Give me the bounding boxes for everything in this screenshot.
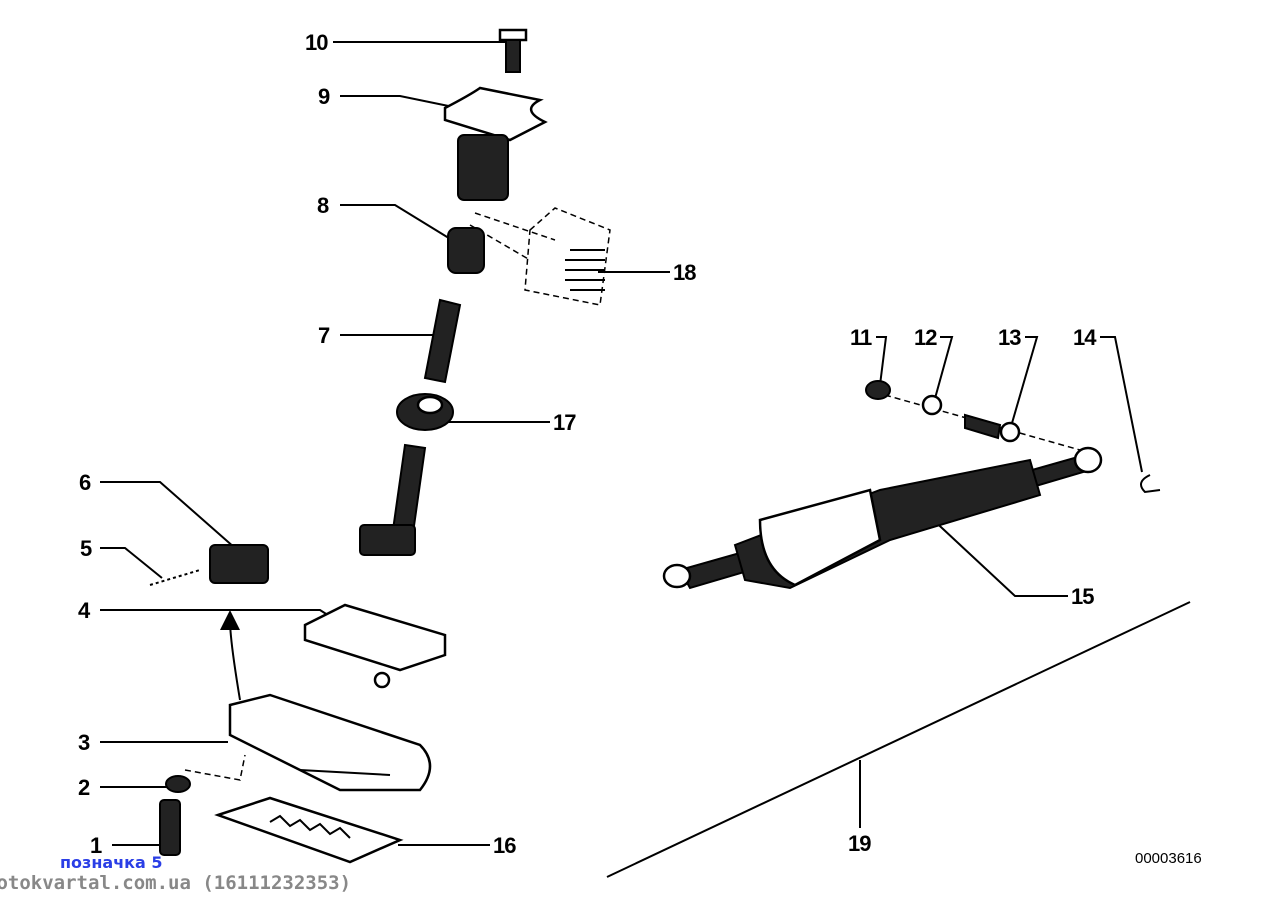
part-2-washer <box>165 775 191 793</box>
callout-4: 4 <box>78 598 91 623</box>
part-12-washer <box>921 394 943 416</box>
callout-8: 8 <box>317 193 329 218</box>
part-18-spring <box>565 249 605 291</box>
part-9-bracket <box>443 86 548 201</box>
callout-10: 10 <box>305 30 328 55</box>
watermark-tag: позначка 5 <box>60 853 163 872</box>
callout-17: 17 <box>553 410 576 435</box>
leader-lines <box>100 41 1191 878</box>
callout-3: 3 <box>78 730 90 755</box>
callout-1: 1 <box>90 833 102 858</box>
watermark-site: motokvartal.com.ua (16111232353) <box>0 872 352 894</box>
part-7-pin <box>423 298 462 384</box>
part-16-pad <box>214 796 404 864</box>
callout-6: 6 <box>79 470 91 495</box>
part-1-bolt <box>159 799 181 856</box>
part-8-bushing <box>447 227 485 274</box>
callout-7: 7 <box>318 323 330 348</box>
part-3-base <box>228 693 432 792</box>
callout-12: 12 <box>914 325 937 350</box>
callout-11: 11 <box>850 325 872 350</box>
part-11-nut <box>865 380 891 400</box>
part-6-block <box>209 544 269 584</box>
part-10-screw <box>498 28 528 73</box>
part-4-plate <box>303 603 447 689</box>
callout-5: 5 <box>80 536 92 561</box>
shaft <box>359 443 427 556</box>
part-14-clip <box>1140 474 1161 494</box>
callout-labels: 10 9 8 18 7 17 6 5 4 3 2 1 16 15 11 12 1… <box>78 30 1202 867</box>
part-13-bolt <box>964 413 1021 443</box>
callout-19: 19 <box>848 831 871 856</box>
callout-14: 14 <box>1073 325 1097 350</box>
part-15-damper <box>662 446 1103 590</box>
callout-18: 18 <box>673 260 696 285</box>
callout-15: 15 <box>1071 584 1094 609</box>
callout-2: 2 <box>78 775 90 800</box>
callout-13: 13 <box>998 325 1021 350</box>
callout-9: 9 <box>318 84 330 109</box>
callout-16: 16 <box>493 833 516 858</box>
part-5-spring <box>149 569 201 586</box>
part-17-bearing <box>396 393 454 431</box>
diagram-code: 00003616 <box>1135 850 1202 867</box>
